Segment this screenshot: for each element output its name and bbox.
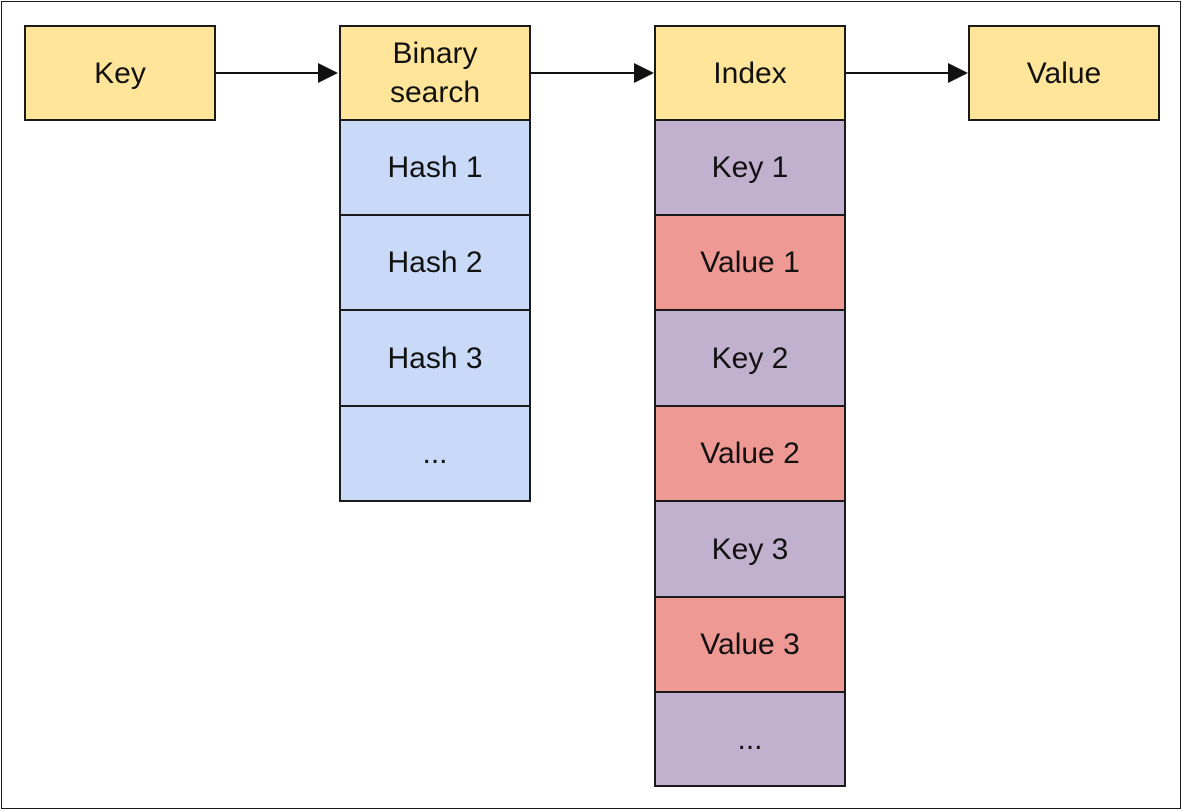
key-box-label: Key [94, 56, 146, 90]
index-cell-label: Value 2 [700, 437, 800, 470]
value-box: Value [968, 25, 1160, 121]
hash-cell-1: Hash 1 [339, 119, 531, 216]
index-cell-key-2: Key 2 [654, 309, 846, 407]
index-box-label: Index [713, 56, 787, 90]
index-cell-key-3: Key 3 [654, 500, 846, 598]
index-cell-label: Value 1 [700, 246, 800, 279]
index-cell-label: Key 2 [711, 341, 789, 375]
index-cell-value-3: Value 3 [654, 596, 846, 693]
index-cell-label: Key 1 [711, 151, 789, 184]
key-box: Key [24, 25, 216, 121]
index-cell-label: Key 3 [711, 532, 789, 566]
index-cell-label: Value 3 [700, 628, 800, 661]
index-box: Index [654, 25, 846, 121]
value-box-label: Value [1026, 56, 1102, 90]
hash-cell-label: ... [422, 437, 448, 470]
index-cell-ellipsis: ... [654, 691, 846, 787]
hash-cell-label: Hash 2 [387, 246, 483, 279]
hash-cell-label: Hash 1 [387, 151, 483, 184]
binary-search-box: Binary search [339, 25, 531, 121]
hash-cell-ellipsis: ... [339, 405, 531, 502]
index-cell-value-1: Value 1 [654, 214, 846, 311]
hash-cell-3: Hash 3 [339, 309, 531, 407]
binary-search-label: Binary search [389, 37, 481, 109]
index-cell-label: ... [737, 722, 763, 756]
index-cell-value-2: Value 2 [654, 405, 846, 502]
hash-cell-2: Hash 2 [339, 214, 531, 311]
hash-cell-label: Hash 3 [387, 341, 483, 375]
index-cell-key-1: Key 1 [654, 119, 846, 216]
